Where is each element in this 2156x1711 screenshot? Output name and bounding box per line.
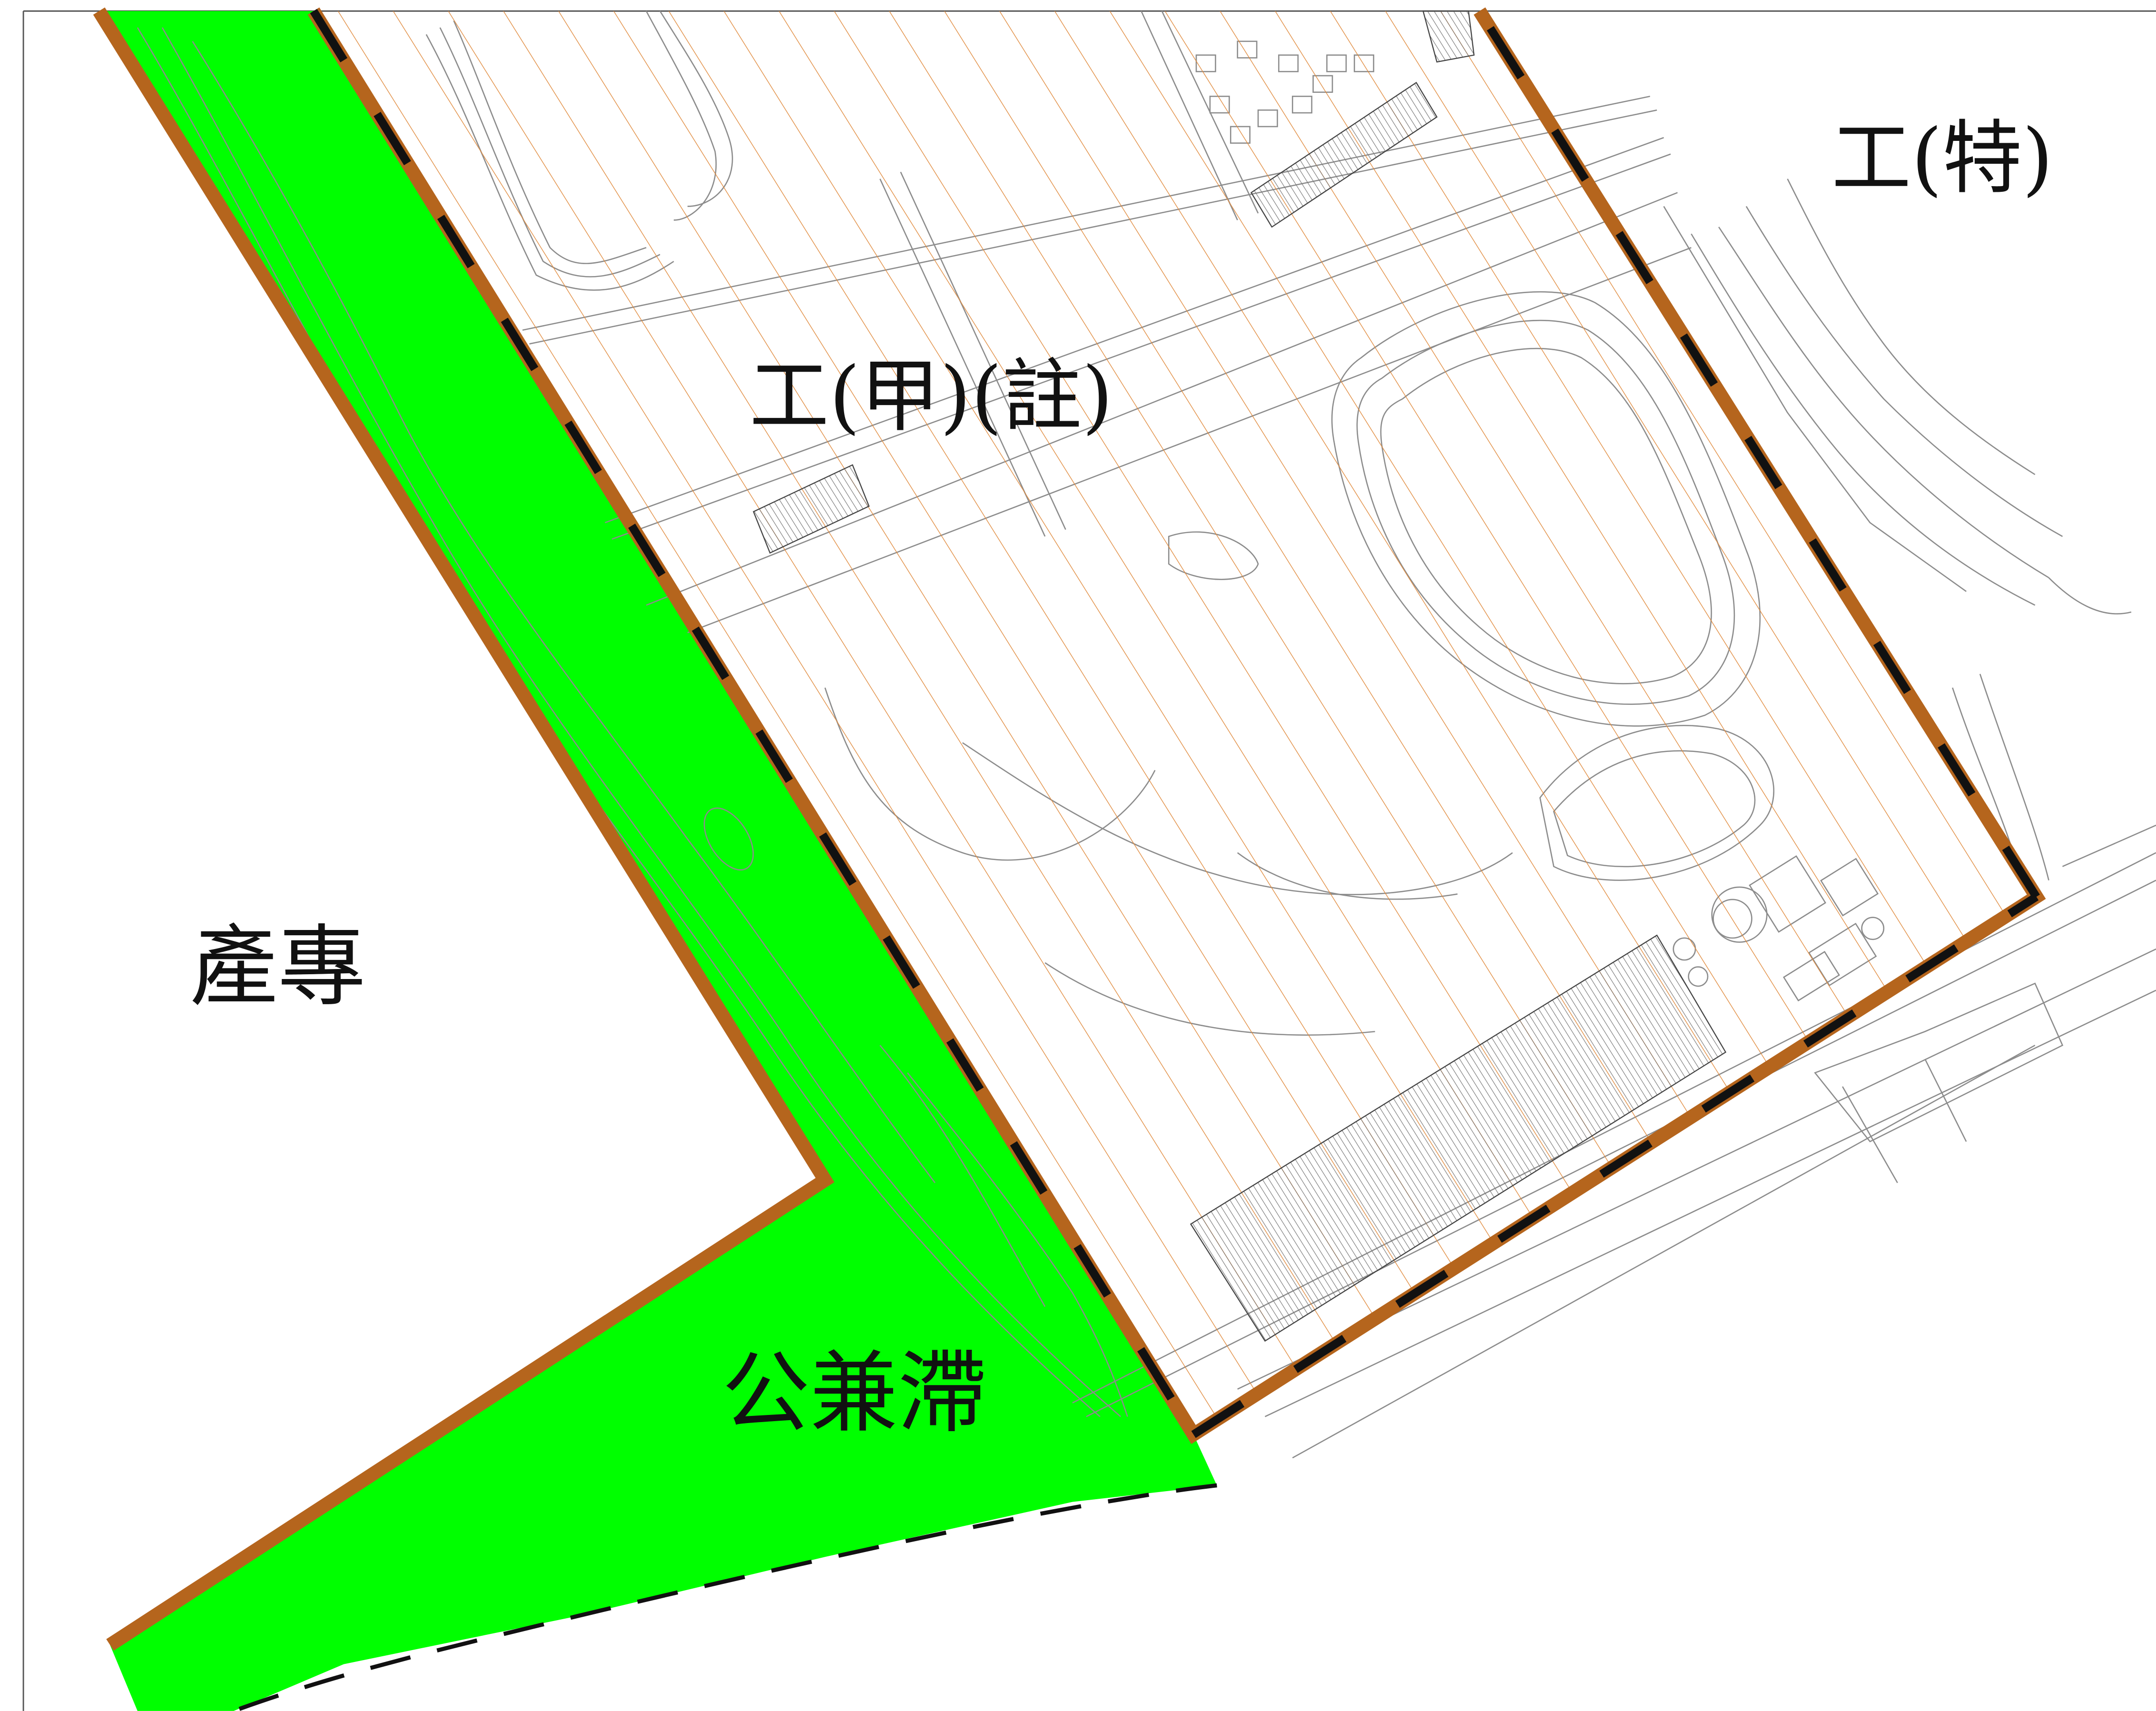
label-industrial-special: 工(特) [1831, 111, 2053, 205]
label-industrial-a-note: 工(甲)(註) [749, 349, 1113, 443]
green-detention-zone [99, 11, 1217, 1711]
industrial-park-boundary [93, 7, 835, 1651]
dashed-boundary-markings [310, 9, 2040, 1438]
buildings [753, 10, 1727, 1342]
green-zone-lower-edge [233, 1483, 1217, 1711]
label-industrial-park: 產專 [190, 915, 366, 1018]
label-detention-pond: 公兼滯 [722, 1342, 986, 1444]
